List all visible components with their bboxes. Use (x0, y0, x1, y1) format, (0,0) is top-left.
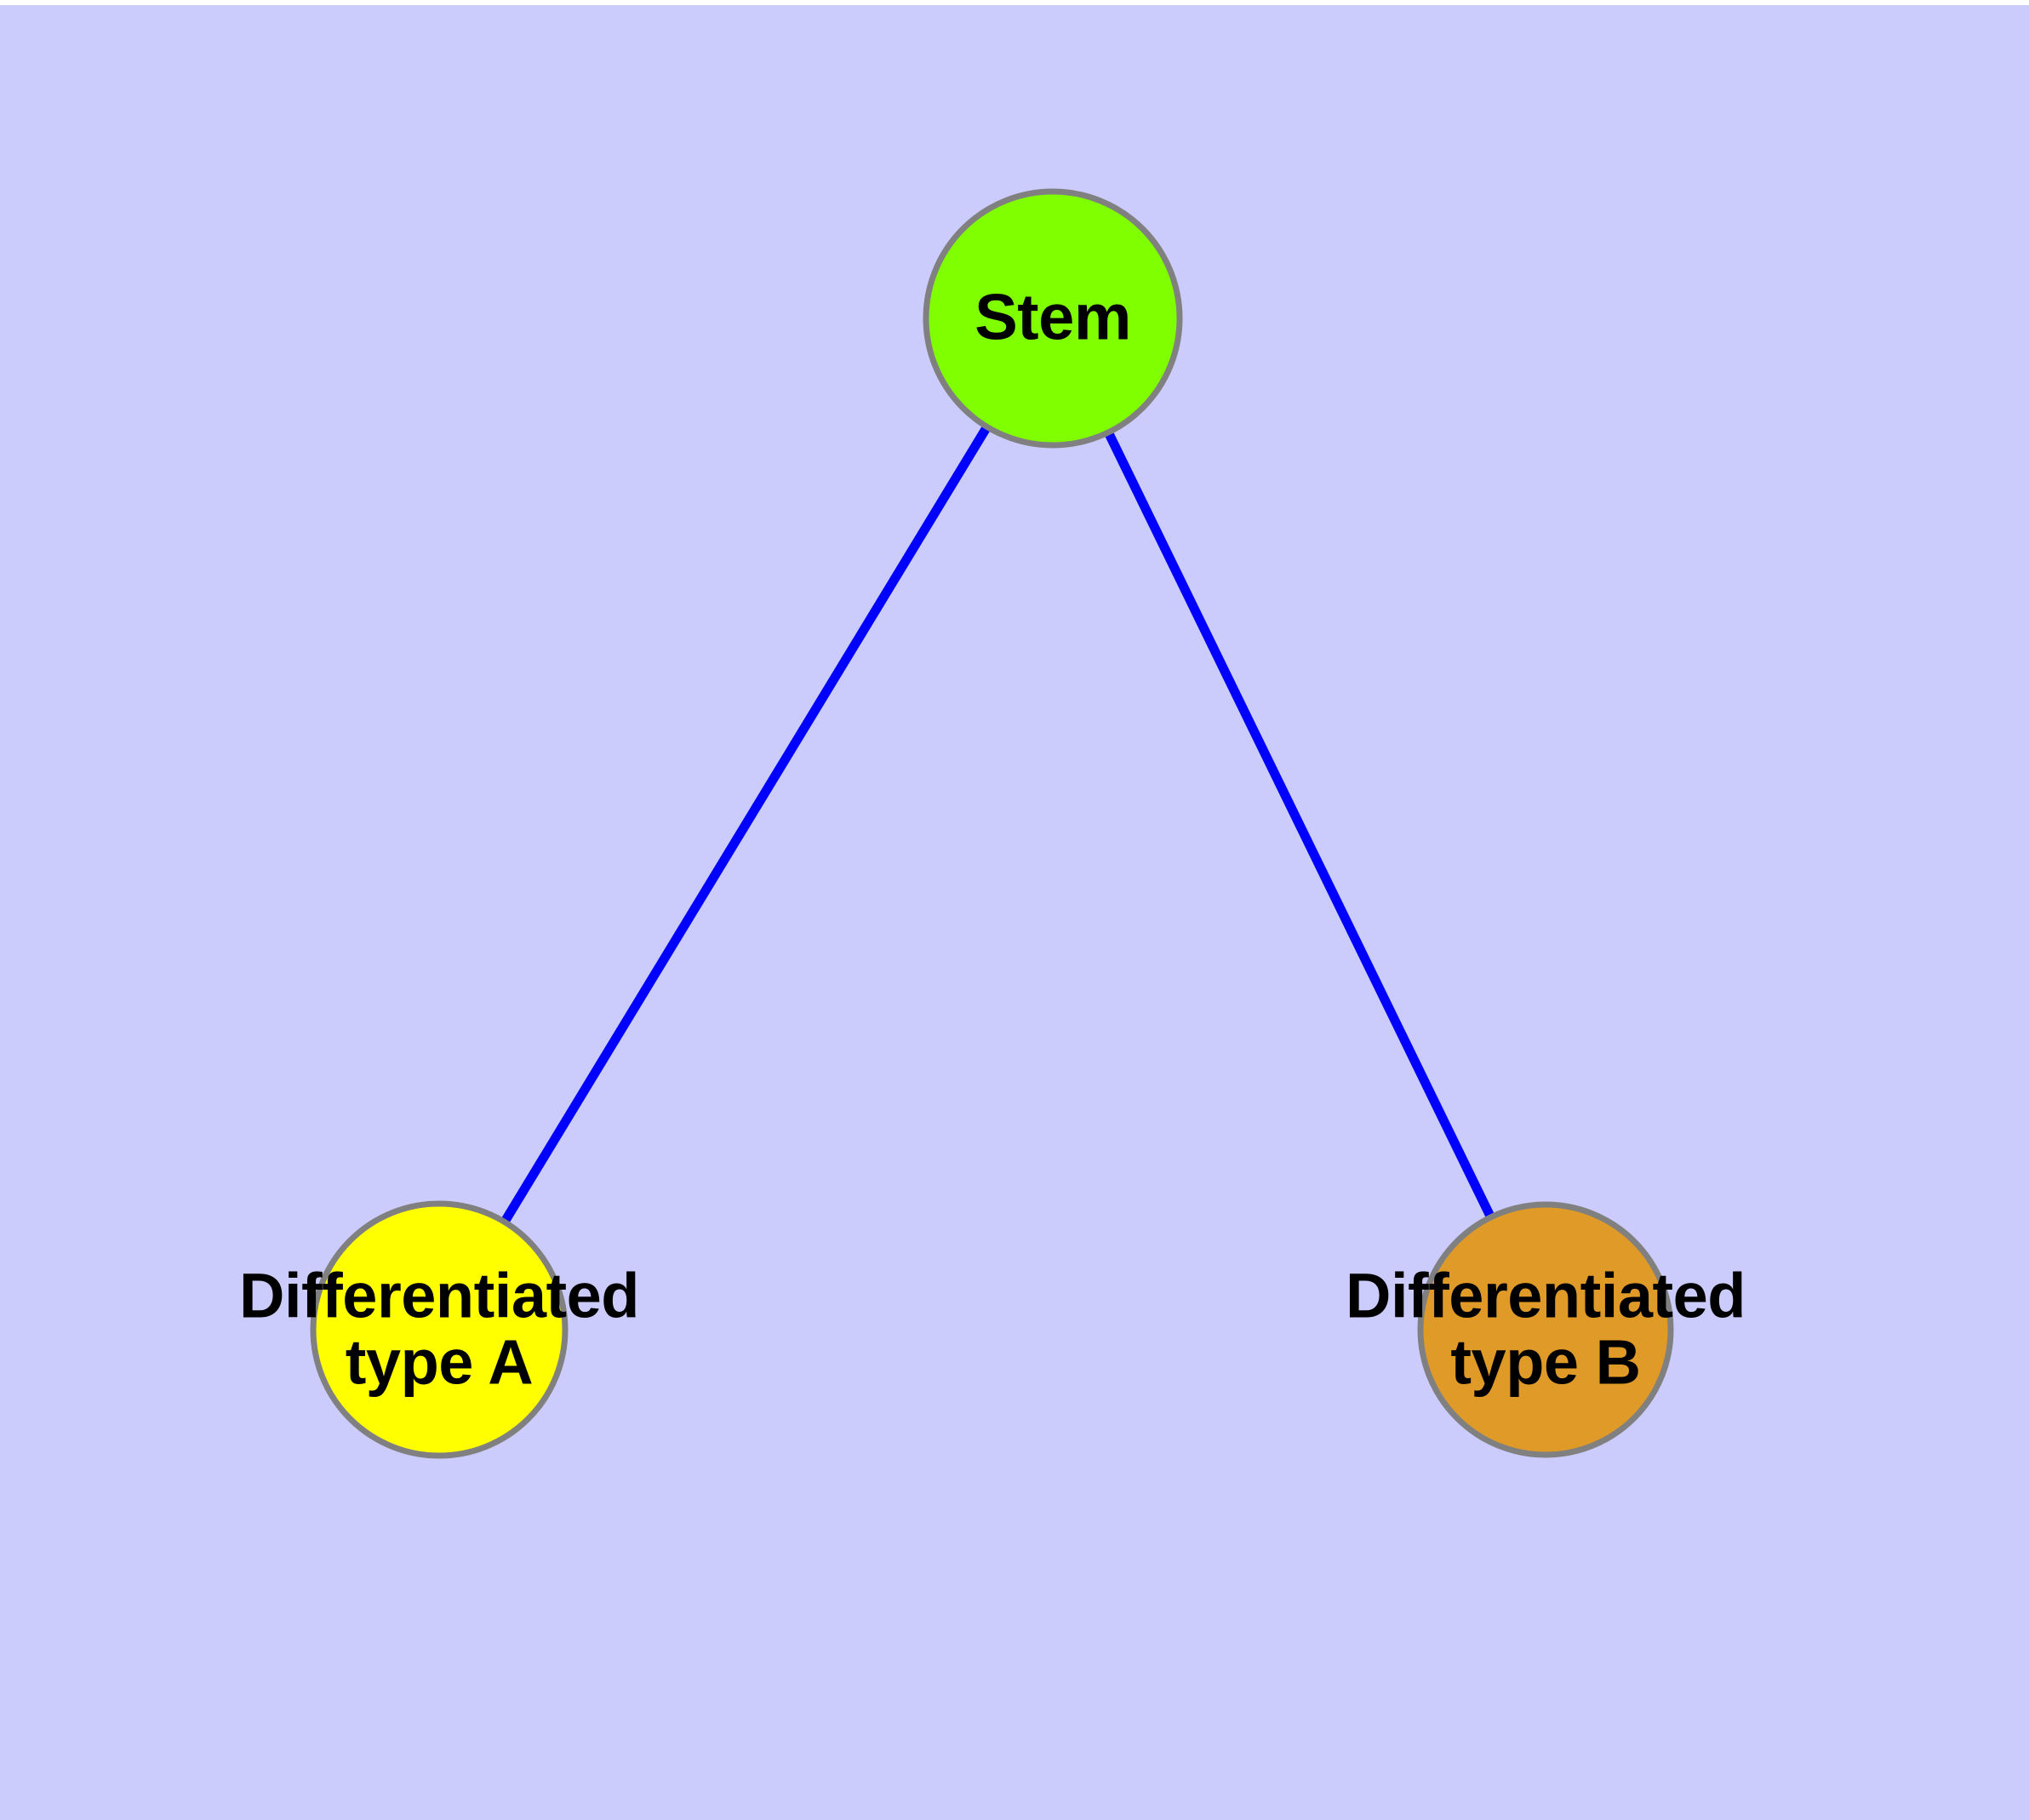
graph-edge[interactable] (500, 425, 991, 1224)
graph-node-diff_b[interactable] (1417, 1201, 1674, 1458)
graph-node-stem[interactable] (923, 188, 1183, 449)
graph-edge[interactable] (1104, 431, 1495, 1218)
edge-layer (500, 425, 1495, 1224)
node-layer (310, 188, 1674, 1459)
graph-node-diff_a[interactable] (310, 1200, 569, 1459)
